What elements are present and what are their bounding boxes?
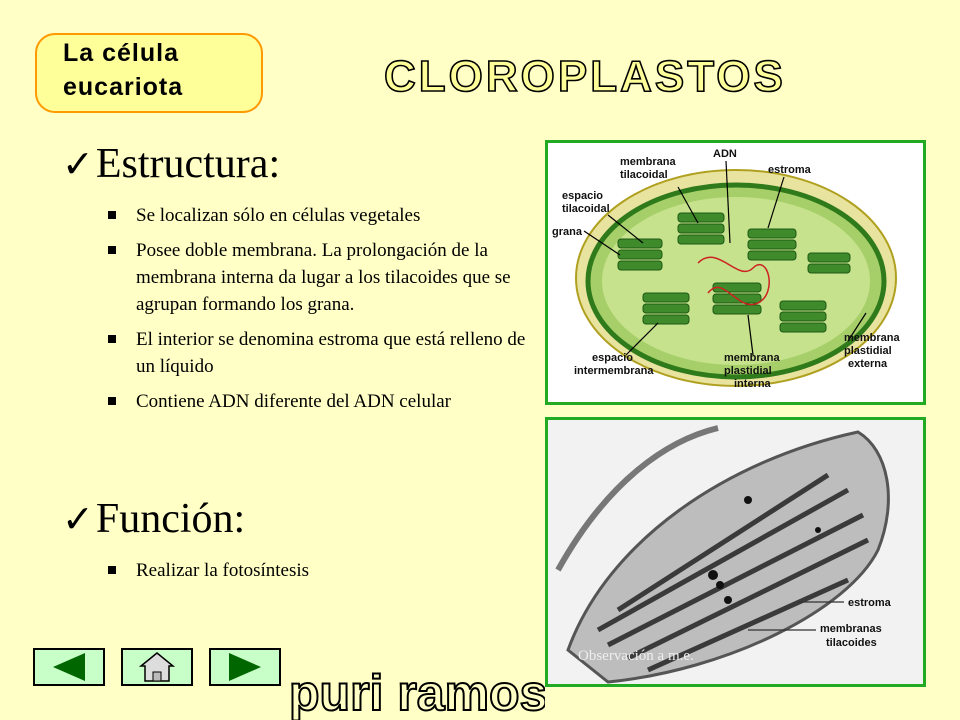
chloroplast-diagram-svg: membrana tilacoidal ADN estroma espacio …	[552, 148, 901, 390]
list-item: Posee doble membrana. La prolongación de…	[108, 237, 538, 318]
section-heading-text: Función:	[95, 496, 246, 542]
micrograph-caption: Observación a m.e.	[578, 648, 694, 664]
home-icon	[138, 652, 176, 682]
grana-stacks	[617, 212, 851, 333]
estructura-list: Se localizan sólo en células vegetales P…	[108, 202, 538, 423]
label-membrana-plastidial-interna: membrana	[724, 352, 781, 364]
funcion-list: Realizar la fotosíntesis	[108, 557, 538, 592]
list-item-text: Realizar la fotosíntesis	[136, 560, 310, 581]
label-membrana-plastidial-interna-3: interna	[734, 378, 772, 390]
list-item-text: Posee doble membrana. La prolongación de…	[136, 240, 511, 315]
label-membrana-plastidial-interna-2: plastidial	[724, 365, 772, 377]
label-membrana-tilacoidal: membrana	[620, 156, 677, 168]
previous-button[interactable]	[33, 648, 105, 686]
square-bullet-icon	[108, 211, 116, 219]
section-heading-text: Estructura:	[95, 141, 281, 187]
label-espacio-tilacoidal-2: tilacoidal	[562, 203, 610, 215]
next-button[interactable]	[209, 648, 281, 686]
micrograph-svg: estroma membranas tilacoides	[548, 420, 923, 684]
checkmark-icon: ✓	[62, 499, 94, 541]
slide-title: Cloroplastos	[383, 51, 786, 102]
list-item: El interior se denomina estroma que está…	[108, 326, 538, 380]
label-membrana-plastidial-externa-3: externa	[848, 358, 888, 370]
label-estroma: estroma	[768, 164, 812, 176]
label-membrana-plastidial-externa: membrana	[844, 332, 901, 344]
previous-arrow-icon	[53, 653, 85, 681]
dna-strand	[697, 256, 770, 306]
topic-tag-line2: eucariota	[63, 73, 184, 101]
signature-text: puri ramos	[289, 665, 545, 720]
label-grana: grana	[552, 226, 583, 238]
author-signature: puri ramos	[288, 664, 545, 720]
chloroplast-diagram: membrana tilacoidal ADN estroma espacio …	[545, 140, 926, 405]
list-item-text: El interior se denomina estroma que está…	[136, 329, 526, 377]
section-heading-funcion: ✓Función:	[62, 495, 245, 543]
square-bullet-icon	[108, 397, 116, 405]
square-bullet-icon	[108, 335, 116, 343]
label-tilacoides: tilacoides	[826, 637, 877, 649]
label-espacio-intermembrana-2: intermembrana	[574, 365, 654, 377]
label-espacio-intermembrana: espacio	[592, 352, 633, 364]
stroma-shape	[602, 197, 870, 365]
label-estroma-micrograph: estroma	[848, 597, 892, 609]
label-membranas: membranas	[820, 623, 882, 635]
checkmark-icon: ✓	[62, 144, 94, 186]
label-membrana-tilacoidal-2: tilacoidal	[620, 169, 668, 181]
chloroplast-micrograph: estroma membranas tilacoides	[545, 417, 926, 687]
label-adn: ADN	[713, 148, 737, 160]
label-espacio-tilacoidal: espacio	[562, 190, 603, 202]
list-item-text: Contiene ADN diferente del ADN celular	[136, 391, 451, 412]
plastoglobules	[708, 496, 821, 604]
list-item-text: Se localizan sólo en células vegetales	[136, 205, 421, 226]
home-button[interactable]	[121, 648, 193, 686]
square-bullet-icon	[108, 566, 116, 574]
list-item: Contiene ADN diferente del ADN celular	[108, 388, 538, 415]
thylakoid-bands	[596, 472, 870, 673]
list-item: Realizar la fotosíntesis	[108, 557, 538, 584]
cell-wall	[555, 425, 719, 572]
leader-lines	[583, 160, 867, 356]
topic-tag: La célula eucariota	[35, 33, 263, 113]
topic-tag-line1: La célula	[63, 39, 179, 67]
label-membrana-plastidial-externa-2: plastidial	[844, 345, 892, 357]
next-arrow-icon	[229, 653, 261, 681]
section-heading-estructura: ✓Estructura:	[62, 140, 280, 188]
list-item: Se localizan sólo en células vegetales	[108, 202, 538, 229]
square-bullet-icon	[108, 246, 116, 254]
